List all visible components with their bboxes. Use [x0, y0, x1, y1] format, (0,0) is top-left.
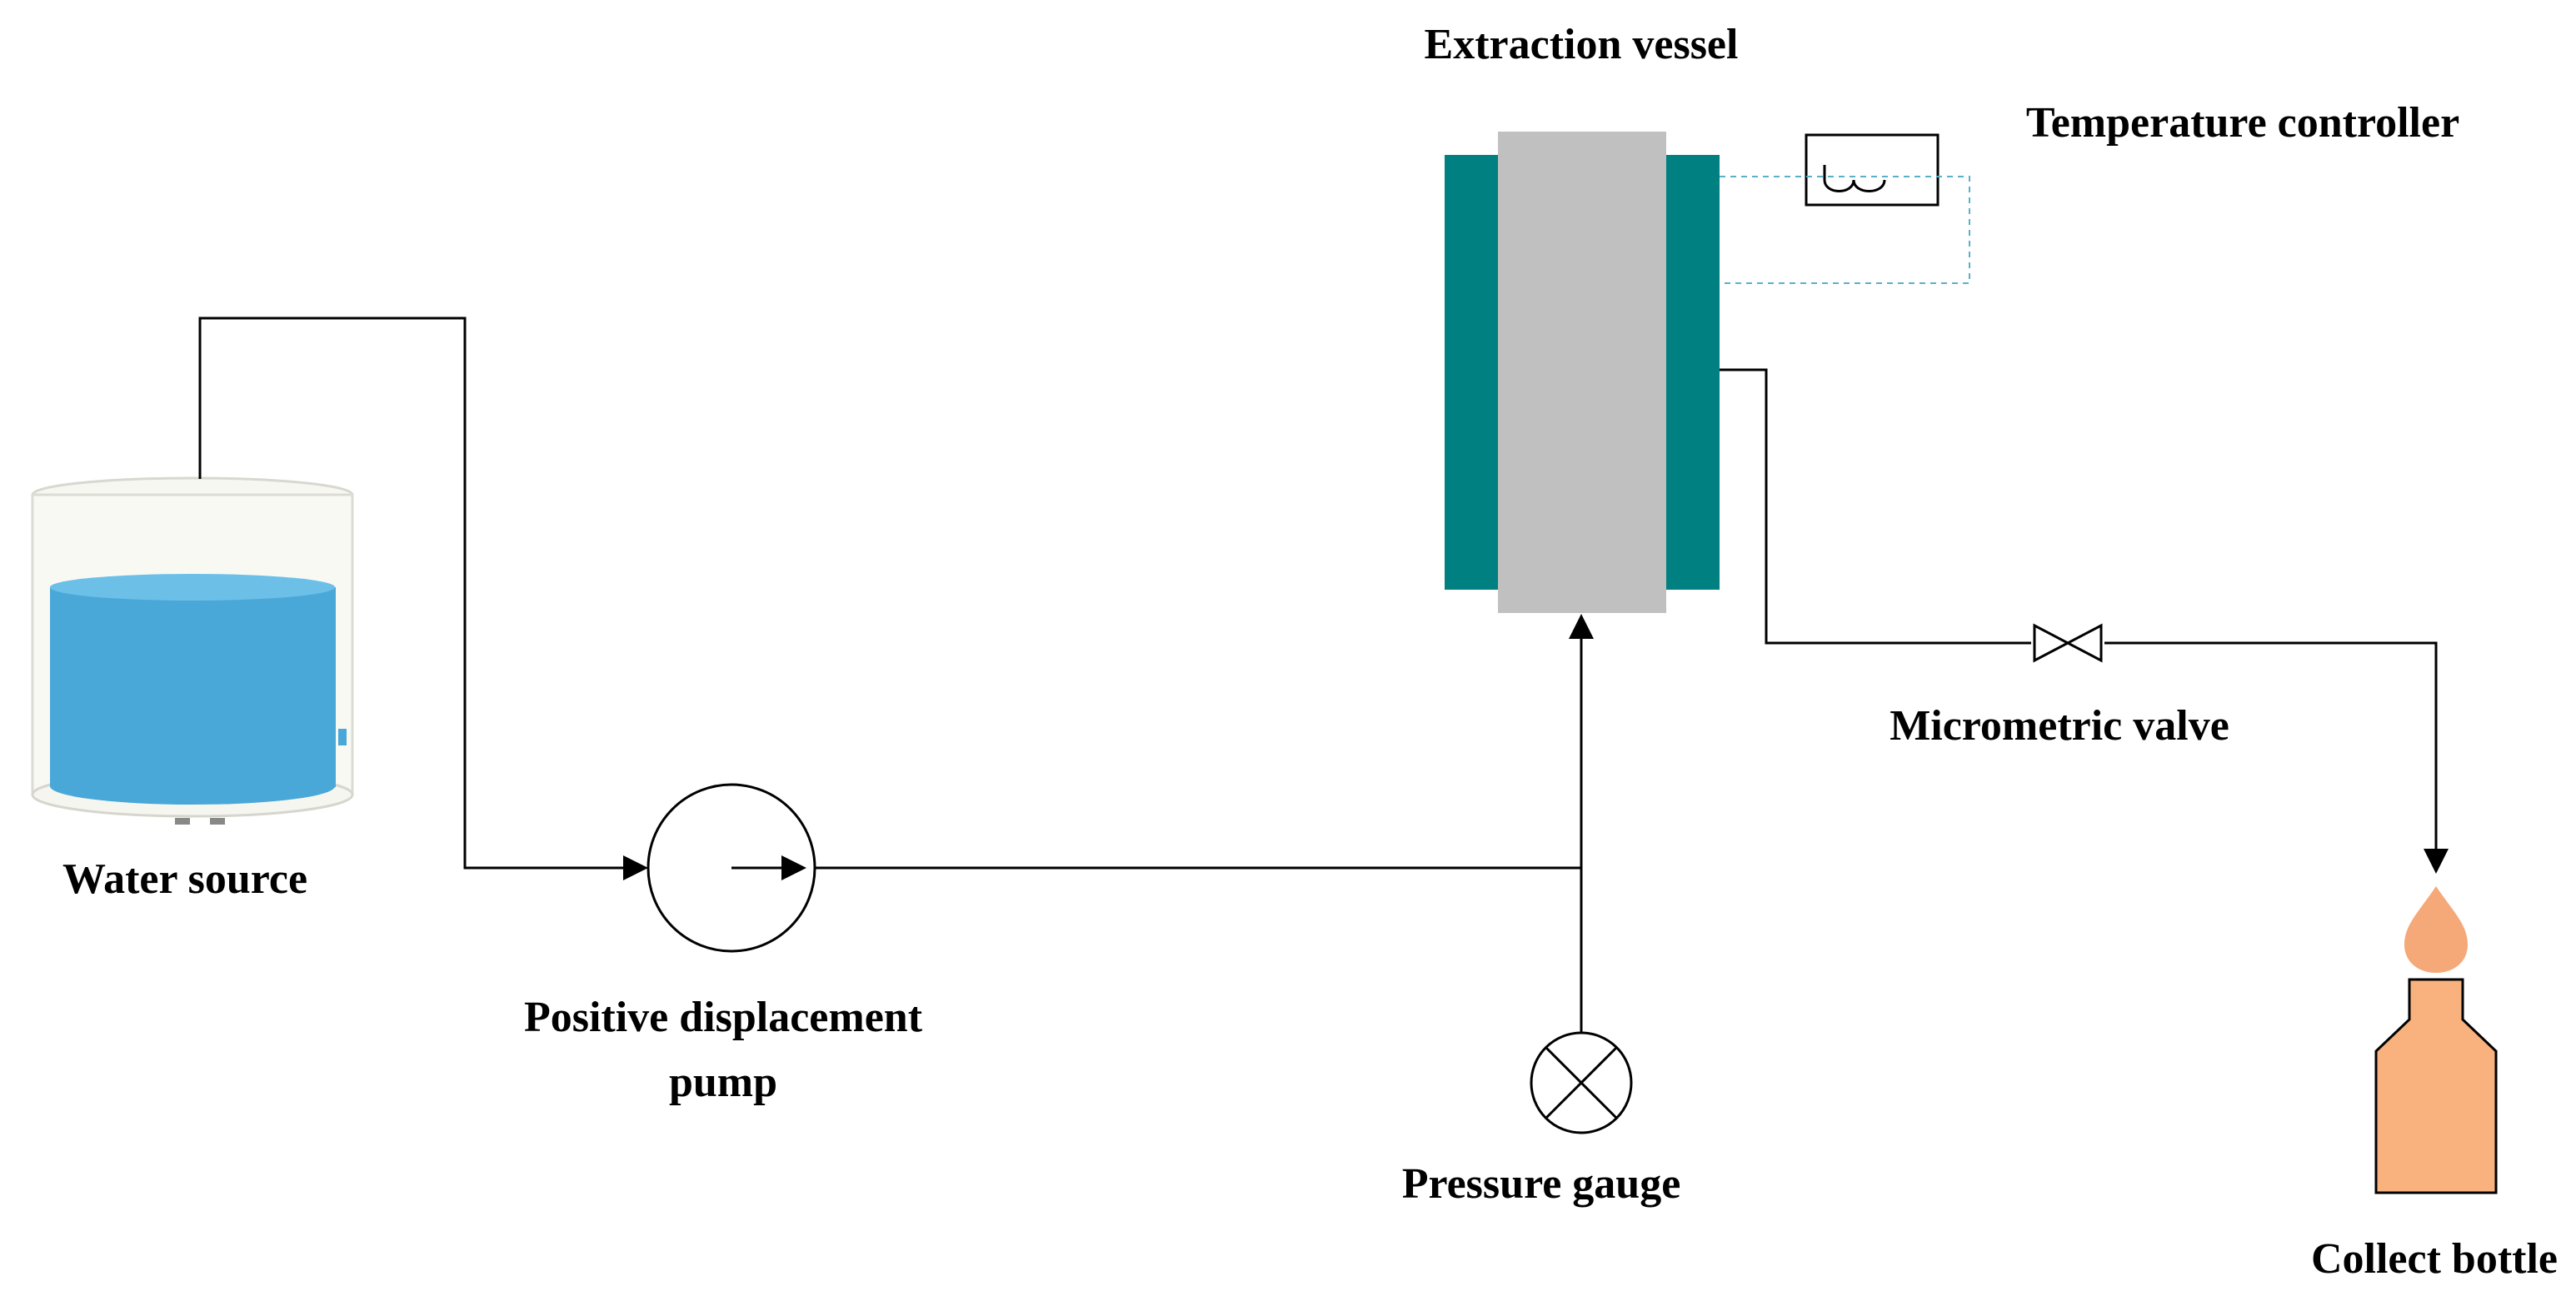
label-water-source: Water source	[62, 855, 307, 903]
drop-icon	[2404, 886, 2468, 973]
label-pump-line1: Positive displacement	[524, 994, 923, 1041]
vessel-jacket-right	[1666, 155, 1720, 590]
pipe-valve-to-bottle	[2104, 641, 2449, 874]
pressure-gauge	[1530, 1031, 1633, 1134]
label-pump-line2: pump	[669, 1059, 777, 1106]
temperature-controller	[1805, 133, 1939, 207]
label-extraction-vessel: Extraction vessel	[1425, 21, 1739, 68]
label-temperature-controller: Temperature controller	[2026, 99, 2459, 147]
vessel-core	[1498, 132, 1666, 613]
water-level	[50, 587, 336, 787]
water-source-tank	[31, 476, 354, 825]
label-pressure-gauge: Pressure gauge	[1402, 1160, 1681, 1208]
extraction-vessel	[1445, 132, 1720, 613]
vessel-jacket-left	[1445, 155, 1498, 590]
pipe-vessel-to-valve	[1720, 368, 2031, 645]
positive-displacement-pump	[646, 783, 816, 953]
label-micrometric-valve: Micrometric valve	[1890, 702, 2229, 750]
label-collect-bottle: Collect bottle	[2311, 1235, 2558, 1283]
pipe-tank-to-pump	[198, 317, 648, 880]
temperature-control-wire	[1720, 176, 1970, 284]
micrometric-valve	[2033, 623, 2103, 663]
collect-bottle	[2374, 978, 2498, 1194]
